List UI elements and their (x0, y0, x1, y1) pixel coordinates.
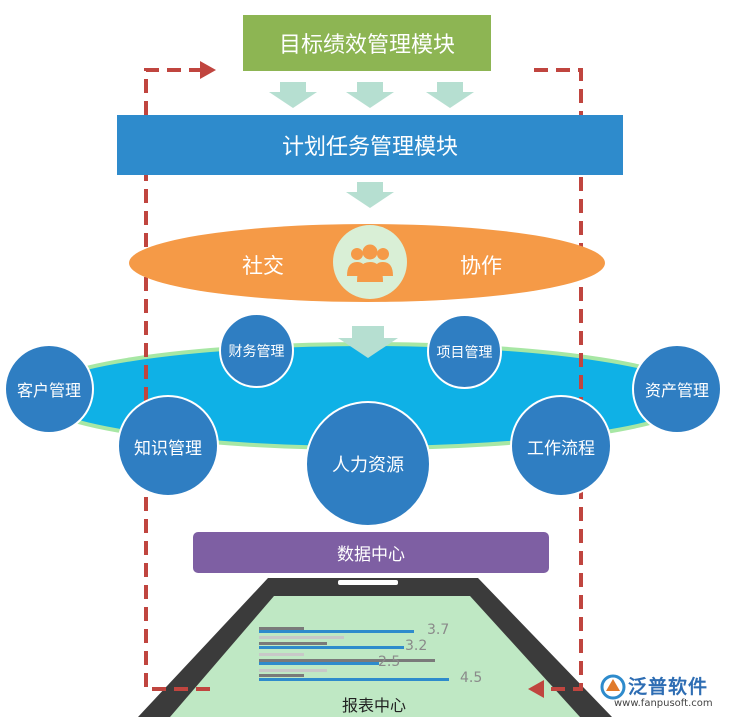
node-asset-label: 资产管理 (644, 381, 709, 400)
loop-arrowhead-top (200, 61, 216, 79)
bar-label-4: 4.5 (460, 670, 483, 686)
feedback-loop (144, 68, 583, 691)
team-icon (347, 244, 393, 282)
node-hr-label: 人力资源 (332, 455, 404, 476)
node-hr: 人力资源 (305, 401, 431, 527)
bar-label-3: 2.5 (378, 654, 401, 670)
data-center-module: 数据中心 (193, 532, 549, 573)
node-knowledge-label: 知识管理 (134, 438, 202, 459)
phone-bars (259, 627, 449, 681)
node-workflow: 工作流程 (510, 395, 612, 497)
down-arrows-top (269, 82, 474, 108)
node-project-label: 项目管理 (436, 344, 493, 361)
node-customer: 客户管理 (4, 344, 94, 434)
node-knowledge: 知识管理 (117, 395, 219, 497)
fanpu-logo-icon (600, 674, 626, 700)
fanpu-logo-url: www.fanpusoft.com (614, 698, 713, 709)
down-arrow-ellipse (338, 326, 398, 358)
node-customer-label: 客户管理 (16, 381, 81, 400)
phone-speaker (338, 580, 398, 585)
node-workflow-label: 工作流程 (527, 438, 595, 459)
report-center-label: 报表中心 (342, 696, 407, 715)
social-label: 社交 (242, 254, 284, 278)
node-finance-label: 财务管理 (228, 343, 285, 360)
collaboration-label: 协作 (460, 254, 502, 278)
plan-task-module: 计划任务管理模块 (117, 115, 623, 175)
node-asset: 资产管理 (632, 344, 722, 434)
phone-screen (170, 596, 580, 717)
loop-arrowhead-bottom (528, 680, 544, 698)
goal-performance-module: 目标绩效管理模块 (243, 15, 491, 71)
node-project: 项目管理 (427, 314, 502, 389)
team-icon-badge (333, 225, 407, 299)
bar-label-2: 3.2 (405, 638, 428, 654)
bar-label-1: 3.7 (427, 622, 450, 638)
fanpu-logo-name: 泛普软件 (628, 676, 709, 698)
down-arrow-plan (346, 182, 394, 208)
goal-performance-label: 目标绩效管理模块 (278, 33, 455, 58)
data-center-label: 数据中心 (337, 545, 405, 565)
fanpu-logo: 泛普软件 www.fanpusoft.com (600, 672, 724, 714)
plan-task-label: 计划任务管理模块 (281, 135, 458, 160)
node-finance: 财务管理 (219, 313, 294, 388)
